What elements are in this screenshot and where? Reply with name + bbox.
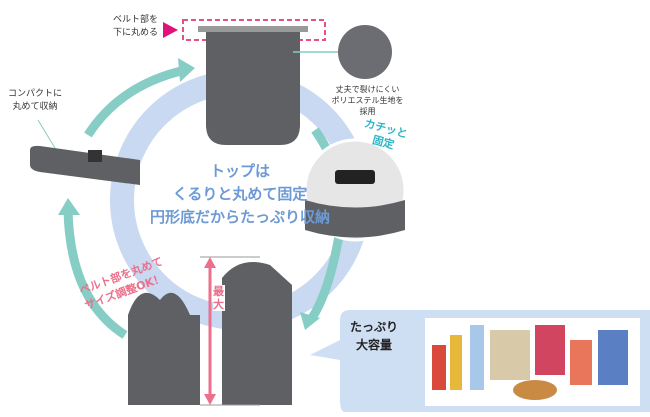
center-line1: トップは	[209, 162, 270, 180]
fabric-line1: 丈夫で裂けにくい	[335, 85, 400, 94]
arrow-head-left	[58, 198, 80, 215]
capacity-label: たっぷり 大容量	[350, 318, 398, 354]
belt-roll-line1: ベルト部を	[112, 15, 158, 25]
tall-bag-flat	[206, 32, 300, 145]
arrow-head-top	[178, 58, 195, 82]
compact-leader-line	[37, 119, 56, 149]
rolled-bag	[30, 145, 140, 185]
capacity-line1: たっぷり	[350, 320, 399, 334]
cycle-arrow-top	[84, 65, 187, 138]
arrow-head-right	[300, 312, 320, 330]
small-bag	[128, 292, 200, 405]
center-line2: くるりと丸めて固定	[172, 185, 308, 203]
center-message: トップは くるりと丸めて固定 円形底だからたっぷり収納	[140, 160, 340, 229]
pink-pointer-icon	[163, 22, 178, 38]
buckle	[88, 150, 102, 162]
fabric-swatch	[338, 25, 392, 79]
compact-line1: コンパクトに	[7, 89, 62, 99]
buckle-photo-bag	[305, 200, 405, 238]
capacity-line2: 大容量	[356, 338, 393, 352]
grocery-items	[432, 325, 628, 400]
fabric-line2: ポリエステル生地を	[331, 96, 404, 105]
compact-line2: 丸めて収納	[12, 102, 58, 112]
compact-label: コンパクトに 丸めて収納	[5, 88, 65, 114]
belt-strip	[198, 26, 308, 32]
fabric-label: 丈夫で裂けにくい ポリエステル生地を 採用	[325, 84, 410, 117]
buckle-clip	[335, 170, 375, 184]
tall-bag-full	[222, 261, 292, 405]
belt-roll-label: ベルト部を 下に丸める	[108, 14, 158, 40]
max-label: 最大	[213, 285, 225, 311]
center-line3: 円形底だからたっぷり収納	[149, 208, 330, 226]
fabric-line3: 採用	[359, 107, 376, 116]
cycle-arrow-left	[63, 209, 128, 339]
max-arrow-down	[204, 394, 216, 405]
belt-roll-line2: 下に丸める	[112, 28, 158, 38]
max-arrow-up	[204, 257, 216, 268]
